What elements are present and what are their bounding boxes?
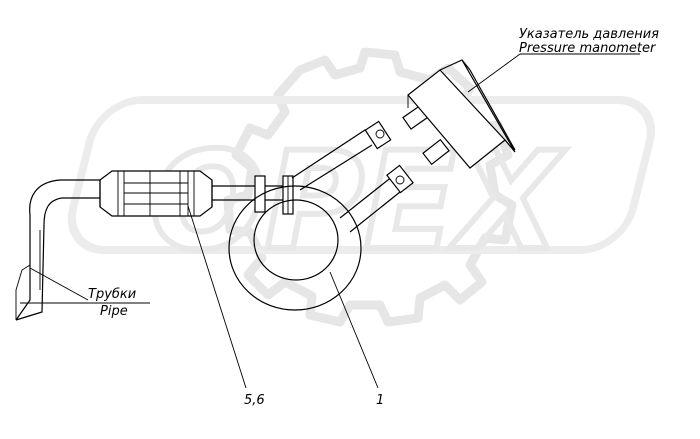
watermark-panel: [67, 96, 656, 254]
watermark-text: OPEX: [150, 123, 566, 280]
label-pipes-en: Pipe: [100, 304, 128, 319]
pressure-manometer: [407, 59, 516, 169]
manometer-tubes: [291, 104, 450, 233]
ring-tank: [228, 185, 362, 311]
label-pipes-ru: Трубки: [88, 287, 136, 302]
label-gauge-ru: Указатель давления: [519, 27, 659, 42]
callout-filter: 5,6: [244, 393, 265, 408]
pipe-assembly: [15, 179, 100, 321]
leader-lines: [20, 53, 640, 389]
label-gauge-en: Pressure manometer: [519, 41, 657, 56]
connecting-pipe: [212, 175, 294, 215]
filter-housing: [99, 170, 213, 217]
callout-ring: 1: [376, 393, 384, 408]
watermark-logo: OPEX: [67, 47, 656, 327]
